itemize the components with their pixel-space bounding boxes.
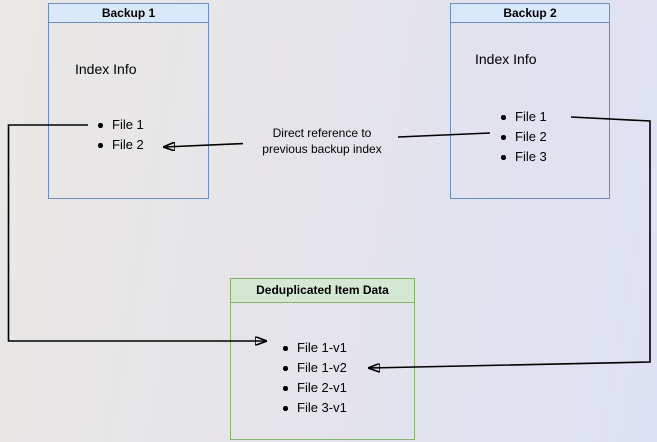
annotation-line-1: Direct reference to (272, 126, 372, 140)
file-list-item: File 1 (501, 107, 547, 127)
file-list-item: File 2-v1 (283, 378, 347, 398)
node-backup-2-subtitle: Index Info (475, 51, 537, 67)
file-list-item: File 1-v2 (283, 358, 347, 378)
file-list-item: File 1 (98, 115, 144, 135)
node-backup-1-title: Backup 1 (49, 4, 208, 23)
annotation-line-2: previous backup index (262, 142, 382, 156)
file-list-item: File 2 (501, 127, 547, 147)
node-backup-2-title: Backup 2 (451, 4, 609, 23)
file-list-item: File 2 (98, 135, 144, 155)
file-list-item: File 1-v1 (283, 338, 347, 358)
file-list-item: File 3 (501, 147, 547, 167)
node-dedup-title: Deduplicated Item Data (231, 279, 414, 303)
annotation-direct-reference: Direct reference to previous backup inde… (237, 125, 407, 157)
file-list-item: File 3-v1 (283, 398, 347, 418)
node-backup-1-subtitle: Index Info (75, 61, 137, 77)
